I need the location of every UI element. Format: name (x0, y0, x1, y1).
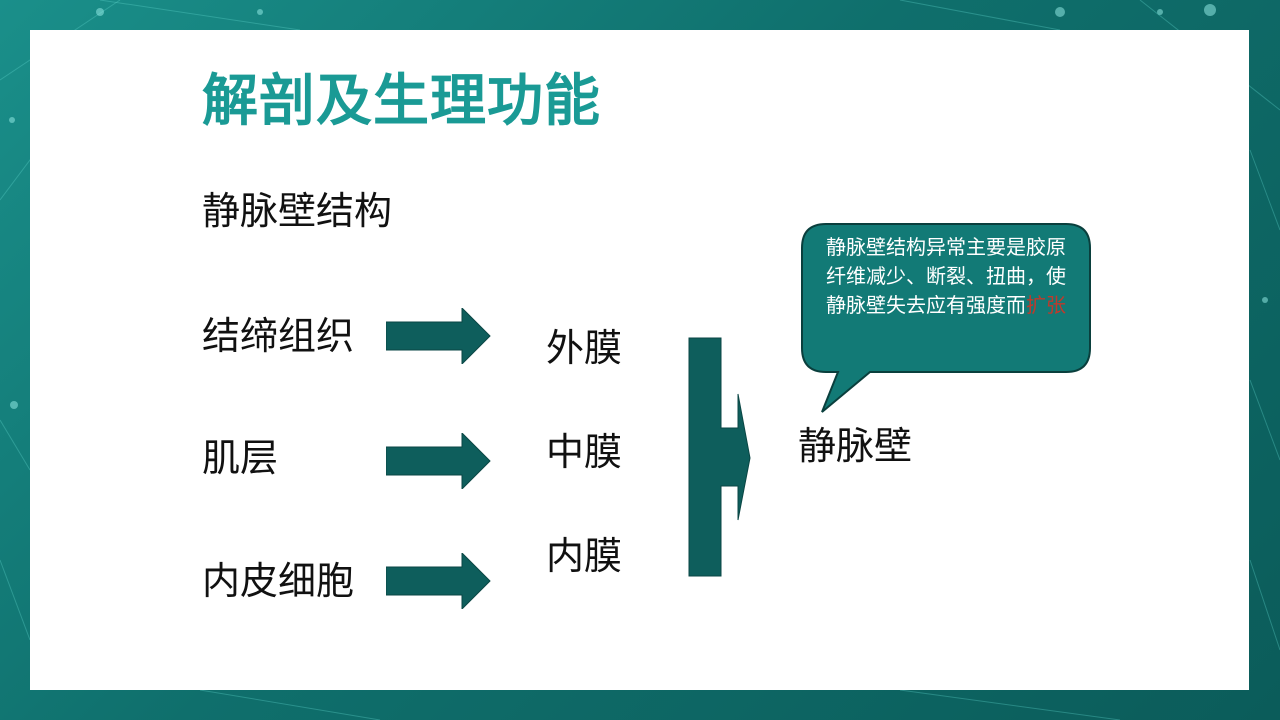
slide-title: 解剖及生理功能 (202, 69, 601, 134)
callout-text-main: 静脉壁结构异常主要是胶原纤维减少、断裂、扭曲，使静脉壁失去应有强度而 (826, 235, 1066, 317)
arrow-right-icon (386, 308, 491, 364)
membrane-label-intima: 内膜 (546, 534, 623, 578)
layer-label-connective-tissue: 结缔组织 (202, 314, 355, 358)
layer-label-endothelium: 内皮细胞 (202, 559, 355, 603)
arrow-right-icon (386, 553, 491, 609)
slide-content-area: 解剖及生理功能 静脉壁结构 结缔组织 肌层 内皮细胞 外膜 中膜 内膜 静脉壁 … (30, 30, 1249, 690)
membrane-label-media: 中膜 (546, 430, 623, 474)
callout-bubble (801, 223, 1091, 413)
subtitle: 静脉壁结构 (202, 189, 393, 233)
arrow-right-icon (386, 433, 491, 489)
combine-bracket-arrow-icon (688, 337, 751, 577)
callout-text: 静脉壁结构异常主要是胶原纤维减少、断裂、扭曲，使静脉壁失去应有强度而扩张 (826, 233, 1076, 320)
result-label-vein-wall: 静脉壁 (798, 424, 913, 468)
layer-label-muscle: 肌层 (202, 436, 279, 480)
callout-text-highlight: 扩张 (1026, 293, 1066, 317)
membrane-label-adventitia: 外膜 (546, 326, 623, 370)
